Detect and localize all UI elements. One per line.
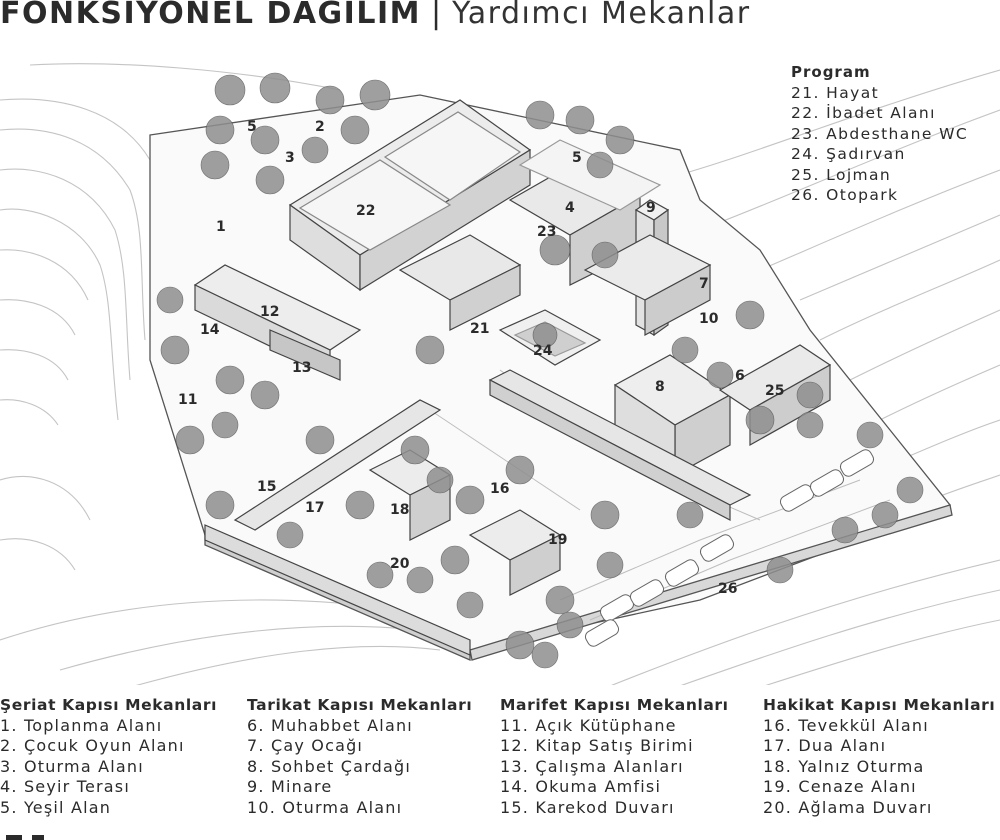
page-title: FONKSİYONEL DAĞILIM | Yardımcı Mekanlar <box>0 0 751 31</box>
title-main: FONKSİYONEL DAĞILIM <box>0 0 421 31</box>
program-item: 21. Hayat <box>791 83 880 102</box>
plan-label: 18 <box>390 502 409 518</box>
plan-label: 11 <box>178 392 197 408</box>
plan-label: 24 <box>533 343 553 359</box>
program-item: 23. Abdesthane WC <box>791 124 969 143</box>
legend-item: 4. Seyir Terası <box>0 777 130 796</box>
legend-item: 3. Oturma Alanı <box>0 756 144 776</box>
plan-label: 7 <box>699 276 709 292</box>
cropped-heading-fragment <box>6 835 44 840</box>
program-list: Program 21. Hayat 22. İbadet Alanı 23. A… <box>791 62 968 206</box>
legend-item: 17. Dua Alanı <box>763 736 887 755</box>
legend-item: 19. Cenaze Alanı <box>763 777 917 796</box>
plan-label: 3 <box>285 150 295 166</box>
program-item: 26. Otopark <box>791 186 899 204</box>
plan-label: 6 <box>735 368 745 384</box>
legend-item: 2. Çocuk Oyun Alanı <box>0 736 185 755</box>
plan-label: 4 <box>565 200 575 216</box>
plan-label: 25 <box>765 383 784 399</box>
legend-item: 9. Minare <box>247 777 333 796</box>
plan-label: 22 <box>356 203 375 219</box>
legend-item: 13. Çalışma Alanları <box>500 756 684 776</box>
legend-hakikat: Hakikat Kapısı Mekanları 16. Tevekkül Al… <box>763 695 995 818</box>
contour-lines <box>0 63 1000 685</box>
plan-label: 13 <box>292 360 311 376</box>
program-item: 22. İbadet Alanı <box>791 104 936 122</box>
plan-number-labels: 1 2 3 4 5 5 6 7 8 9 10 11 12 13 14 15 16… <box>178 119 784 597</box>
plan-label: 16 <box>490 481 509 497</box>
program-heading: Program <box>791 63 871 81</box>
plan-label: 5 <box>572 150 582 166</box>
legend-item: 16. Tevekkül Alanı <box>763 715 929 735</box>
title-subtitle: Yardımcı Mekanlar <box>452 0 751 31</box>
parking-cars <box>584 449 875 647</box>
plan-label: 1 <box>216 219 226 235</box>
plan-label: 5 <box>247 119 257 135</box>
legend-item: 20. Ağlama Duvarı <box>763 797 933 817</box>
plan-label: 10 <box>699 311 719 327</box>
plan-label: 21 <box>470 321 489 337</box>
legend-heading: Hakikat Kapısı Mekanları <box>763 696 996 714</box>
axonometric-site-plan: 1 2 3 4 5 5 6 7 8 9 10 11 12 13 14 15 16… <box>0 63 1000 685</box>
plan-label: 8 <box>655 379 665 395</box>
legend-item: 7. Çay Ocağı <box>247 736 364 755</box>
legend-item: 15. Karekod Duvarı <box>500 797 675 817</box>
plan-label: 9 <box>646 200 656 216</box>
buildings <box>193 99 832 656</box>
legend-item: 1. Toplanma Alanı <box>0 715 163 735</box>
legend-item: 12. Kitap Satış Birimi <box>500 736 694 755</box>
program-item: 24. Şadırvan <box>791 145 906 163</box>
legend-item: 18. Yalnız Oturma <box>763 756 925 776</box>
legend-tarikat: Tarikat Kapısı Mekanları 6. Muhabbet Ala… <box>247 695 472 818</box>
plan-label: 15 <box>257 479 276 495</box>
plan-label: 2 <box>315 119 325 135</box>
plan-label: 14 <box>200 322 220 338</box>
trees <box>156 72 924 669</box>
plan-label: 12 <box>260 304 279 320</box>
legend-heading: Marifet Kapısı Mekanları <box>500 696 729 714</box>
plan-label: 19 <box>548 532 567 548</box>
plan-label: 17 <box>305 500 324 516</box>
legend-item: 8. Sohbet Çardağı <box>247 756 412 776</box>
plan-label: 26 <box>718 581 737 597</box>
title-separator: | <box>430 0 443 31</box>
legend-seriat: Şeriat Kapısı Mekanları 1. Toplanma Alan… <box>0 695 217 818</box>
legend-item: 6. Muhabbet Alanı <box>247 715 413 735</box>
legend-marifet: Marifet Kapısı Mekanları 11. Açık Kütüph… <box>500 695 729 818</box>
plan-label: 20 <box>390 556 410 572</box>
legend-item: 14. Okuma Amfisi <box>500 777 662 796</box>
plan-label: 23 <box>537 224 556 240</box>
legend-heading: Tarikat Kapısı Mekanları <box>247 696 473 714</box>
legend-item: 10. Oturma Alanı <box>247 797 403 817</box>
program-item: 25. Lojman <box>791 165 892 184</box>
legend-heading: Şeriat Kapısı Mekanları <box>0 696 217 714</box>
legend-item: 5. Yeşil Alan <box>0 797 112 817</box>
legend-item: 11. Açık Kütüphane <box>500 715 677 735</box>
